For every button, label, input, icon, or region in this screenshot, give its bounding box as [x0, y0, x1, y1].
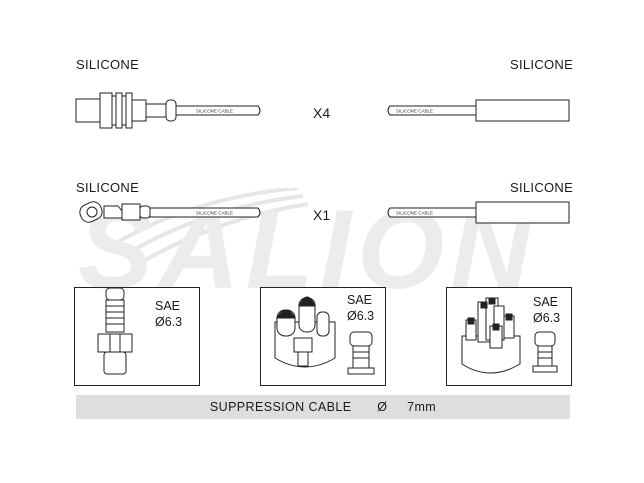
footer-text: SUPPRESSION CABLE [209, 400, 352, 414]
spec-size-2: Ø6.3 [347, 309, 375, 323]
spec-type-2: SAE [347, 293, 373, 307]
cable-row-1-right-end [387, 99, 570, 122]
cable-row-2-left-end [79, 201, 261, 223]
connector-box-spark-plug: SAE Ø6.3 [74, 287, 200, 386]
spec-size-3: Ø6.3 [533, 311, 561, 325]
coil-cap-terminal-drawing [274, 296, 375, 375]
spec-size-1: Ø6.3 [155, 315, 183, 329]
connector-box-coil-cap: SAE Ø6.3 [260, 287, 386, 386]
connector-box-distributor-cap: SAE Ø6.3 [446, 287, 572, 386]
cable-diameter: 7mm [407, 400, 437, 414]
cable-print-row-2-left: SILICONE CABLE [196, 211, 233, 216]
spark-plug-terminal-drawing [97, 287, 133, 375]
cable-row-2-right-end [387, 201, 570, 224]
distributor-cap-terminal-drawing [461, 297, 558, 374]
row-2-quantity: X1 [313, 207, 331, 223]
cable-print-row-1-right: SILICONE CABLE [396, 109, 433, 114]
spec-type-1: SAE [155, 299, 181, 313]
row-1-left-label: SILICONE [76, 57, 140, 72]
row-1-quantity: X4 [313, 105, 331, 121]
cable-print-row-2-right: SILICONE CABLE [396, 211, 433, 216]
row-1-right-label: SILICONE [510, 57, 574, 72]
cable-row-1-left-end [75, 92, 261, 129]
spec-type-3: SAE [533, 295, 559, 309]
row-2-right-label: SILICONE [510, 180, 574, 195]
suppression-cable-bar: SUPPRESSION CABLE Ø 7mm [76, 395, 570, 419]
row-2-left-label: SILICONE [76, 180, 140, 195]
cable-print-row-1-left: SILICONE CABLE [196, 109, 233, 114]
diameter-symbol: Ø [377, 400, 388, 414]
